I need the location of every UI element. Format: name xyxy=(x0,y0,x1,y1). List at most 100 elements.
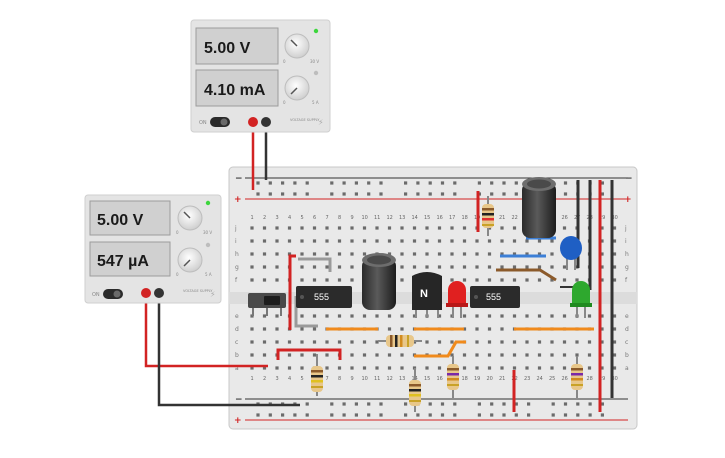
breadboard-hole[interactable] xyxy=(337,265,342,269)
breadboard-hole[interactable] xyxy=(563,192,568,196)
breadboard-hole[interactable] xyxy=(512,252,517,256)
breadboard-hole[interactable] xyxy=(475,340,479,344)
breadboard-hole[interactable] xyxy=(400,327,404,331)
breadboard-hole[interactable] xyxy=(325,252,329,256)
breadboard-hole[interactable] xyxy=(525,265,529,269)
top-positive-terminal[interactable] xyxy=(248,117,258,127)
breadboard-hole[interactable] xyxy=(462,226,467,230)
breadboard-hole[interactable] xyxy=(312,314,317,318)
breadboard-hole[interactable] xyxy=(337,340,342,344)
breadboard-hole[interactable] xyxy=(512,239,517,243)
breadboard-hole[interactable] xyxy=(275,252,279,256)
breadboard-hole[interactable] xyxy=(330,413,334,417)
breadboard-hole[interactable] xyxy=(387,239,392,243)
breadboard-hole[interactable] xyxy=(350,265,354,269)
left-negative-terminal[interactable] xyxy=(154,288,164,298)
breadboard-hole[interactable] xyxy=(342,402,346,406)
breadboard-hole[interactable] xyxy=(600,366,604,370)
breadboard-hole[interactable] xyxy=(450,252,454,256)
breadboard-hole[interactable] xyxy=(387,252,392,256)
breadboard-hole[interactable] xyxy=(475,314,479,318)
breadboard-hole[interactable] xyxy=(367,402,371,406)
breadboard-hole[interactable] xyxy=(250,327,254,331)
breadboard-hole[interactable] xyxy=(250,353,254,357)
breadboard-hole[interactable] xyxy=(425,239,429,243)
breadboard-hole[interactable] xyxy=(612,353,617,357)
breadboard-hole[interactable] xyxy=(425,366,429,370)
cable-left-red[interactable] xyxy=(144,294,268,368)
breadboard-hole[interactable] xyxy=(362,314,367,318)
breadboard-hole[interactable] xyxy=(400,226,404,230)
breadboard-hole[interactable] xyxy=(600,353,604,357)
breadboard-hole[interactable] xyxy=(525,252,529,256)
breadboard-hole[interactable] xyxy=(562,366,567,370)
breadboard-hole[interactable] xyxy=(350,314,354,318)
breadboard-hole[interactable] xyxy=(487,353,492,357)
breadboard-hole[interactable] xyxy=(330,181,334,185)
breadboard-hole[interactable] xyxy=(312,278,317,282)
breadboard-hole[interactable] xyxy=(268,413,272,417)
breadboard-hole[interactable] xyxy=(350,366,354,370)
breadboard-hole[interactable] xyxy=(262,327,267,331)
breadboard-hole[interactable] xyxy=(450,265,454,269)
breadboard-hole[interactable] xyxy=(400,314,404,318)
left-positive-terminal[interactable] xyxy=(141,288,151,298)
timer-chip-2[interactable]: 555 xyxy=(470,286,520,308)
breadboard-hole[interactable] xyxy=(400,252,404,256)
breadboard-hole[interactable] xyxy=(362,353,367,357)
breadboard-hole[interactable] xyxy=(275,265,279,269)
breadboard-hole[interactable] xyxy=(462,314,467,318)
breadboard-hole[interactable] xyxy=(600,252,604,256)
breadboard-hole[interactable] xyxy=(600,278,604,282)
breadboard-hole[interactable] xyxy=(512,278,517,282)
breadboard-hole[interactable] xyxy=(537,252,542,256)
breadboard-hole[interactable] xyxy=(527,402,531,406)
breadboard-hole[interactable] xyxy=(404,181,408,185)
breadboard-hole[interactable] xyxy=(450,239,454,243)
breadboard-hole[interactable] xyxy=(462,353,467,357)
electrolytic-capacitor-2[interactable] xyxy=(522,177,556,238)
breadboard-hole[interactable] xyxy=(362,226,367,230)
breadboard-hole[interactable] xyxy=(354,402,358,406)
breadboard-hole[interactable] xyxy=(612,340,617,344)
breadboard-hole[interactable] xyxy=(300,226,304,230)
breadboard-hole[interactable] xyxy=(600,413,604,417)
breadboard-hole[interactable] xyxy=(575,340,579,344)
breadboard-hole[interactable] xyxy=(354,413,358,417)
breadboard-hole[interactable] xyxy=(453,402,457,406)
breadboard-hole[interactable] xyxy=(462,239,467,243)
breadboard-hole[interactable] xyxy=(490,181,494,185)
breadboard-hole[interactable] xyxy=(312,353,317,357)
breadboard-hole[interactable] xyxy=(330,192,334,196)
breadboard-hole[interactable] xyxy=(612,314,617,318)
resistor-bottom-3[interactable] xyxy=(447,356,459,398)
breadboard-hole[interactable] xyxy=(550,239,554,243)
breadboard-hole[interactable] xyxy=(587,340,592,344)
breadboard-hole[interactable] xyxy=(500,252,504,256)
breadboard-hole[interactable] xyxy=(312,252,317,256)
breadboard-hole[interactable] xyxy=(275,314,279,318)
breadboard-hole[interactable] xyxy=(450,226,454,230)
transistor[interactable]: N xyxy=(412,272,442,318)
wire-orange-4[interactable] xyxy=(414,340,466,358)
breadboard-hole[interactable] xyxy=(300,314,304,318)
breadboard-hole[interactable] xyxy=(600,226,604,230)
breadboard-hole[interactable] xyxy=(487,239,492,243)
breadboard-hole[interactable] xyxy=(462,278,467,282)
breadboard-hole[interactable] xyxy=(537,340,542,344)
breadboard-hole[interactable] xyxy=(325,239,329,243)
breadboard-hole[interactable] xyxy=(305,402,309,406)
breadboard-hole[interactable] xyxy=(487,265,492,269)
breadboard-hole[interactable] xyxy=(475,239,479,243)
supply-cables[interactable] xyxy=(144,124,300,407)
breadboard-hole[interactable] xyxy=(500,353,504,357)
breadboard-hole[interactable] xyxy=(428,192,432,196)
breadboard-hole[interactable] xyxy=(453,413,457,417)
breadboard-hole[interactable] xyxy=(487,366,492,370)
breadboard-hole[interactable] xyxy=(300,353,304,357)
power-supply-left[interactable]: 5.00 V 547 µA 30 V 5 A 0 0 ON VOLTAGE SU… xyxy=(84,194,222,304)
breadboard-hole[interactable] xyxy=(462,366,467,370)
breadboard-hole[interactable] xyxy=(300,327,304,331)
breadboard-hole[interactable] xyxy=(412,314,417,318)
breadboard-hole[interactable] xyxy=(525,278,529,282)
